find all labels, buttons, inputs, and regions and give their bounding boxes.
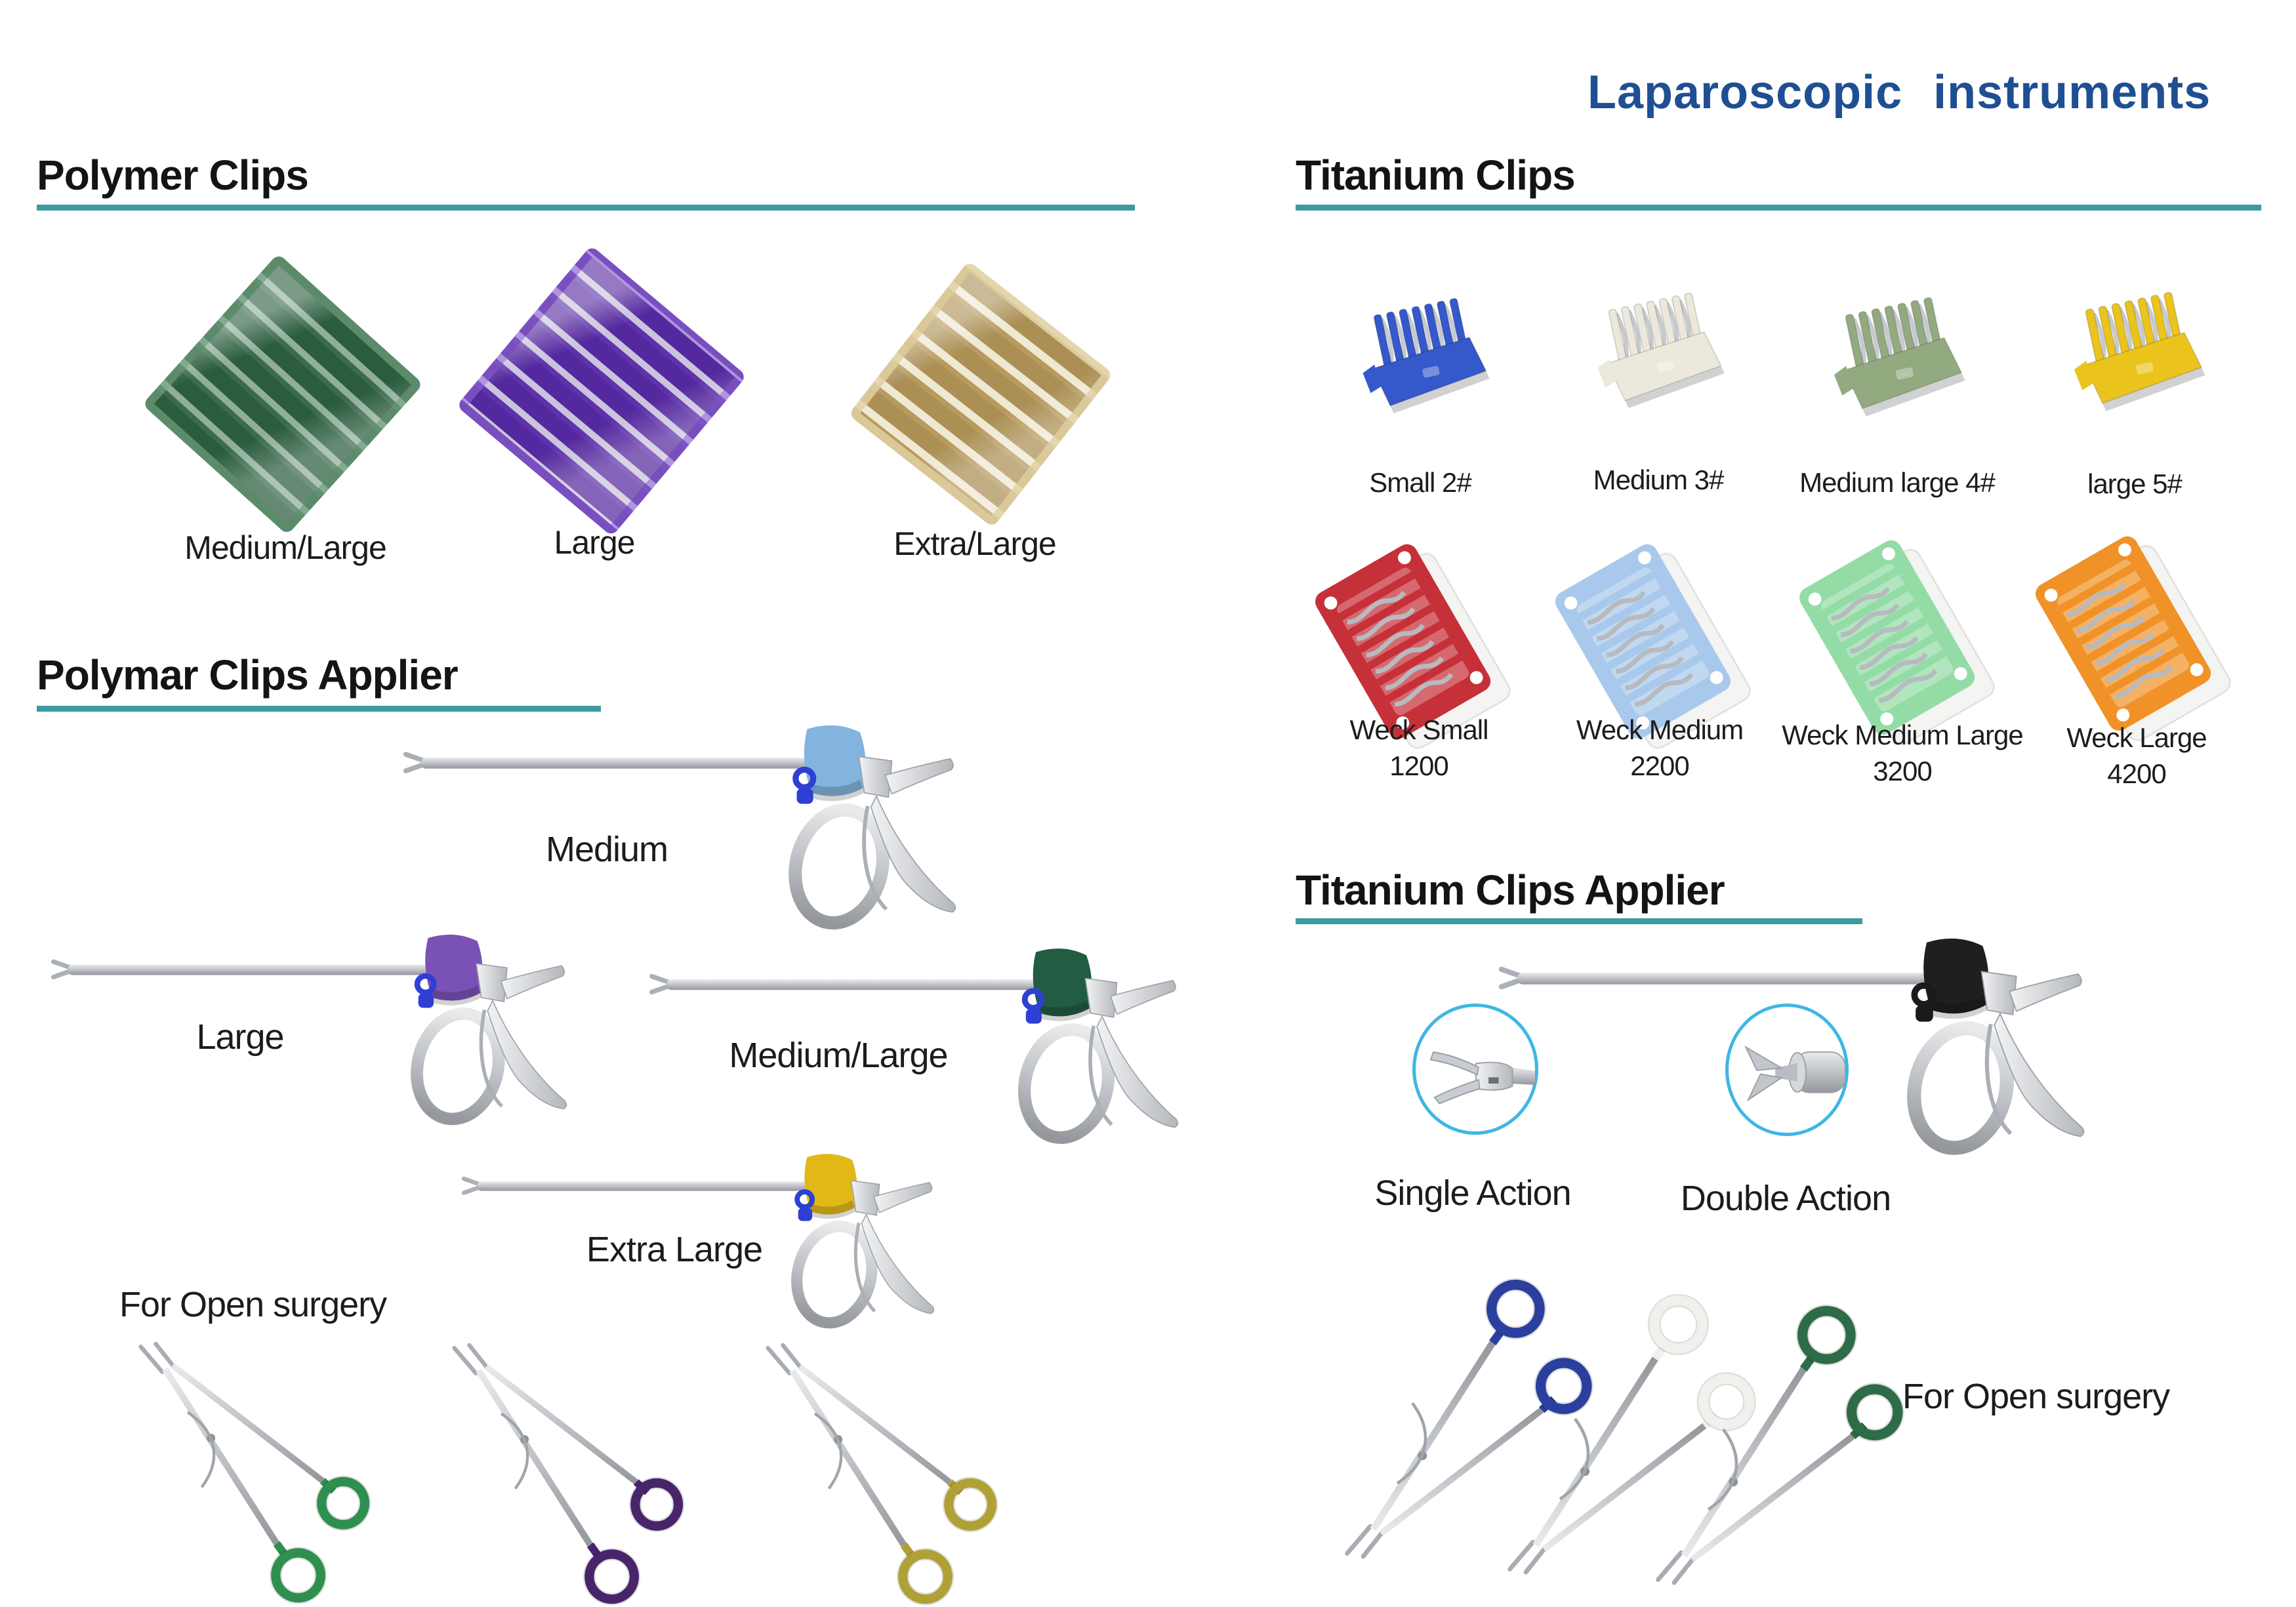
titanium-clip-label: large 5#: [2087, 468, 2183, 499]
section-underline: [1296, 918, 1862, 924]
applier-label: Medium: [545, 830, 668, 869]
weck-clip-name: Weck Medium: [1576, 714, 1744, 745]
titanium-clip-label: Medium large 4#: [1799, 467, 1996, 498]
polymer-clip-box-large: [456, 245, 747, 537]
weck-clip-code: 1200: [1389, 750, 1448, 781]
detail-circle-double-action: [1725, 1004, 1849, 1136]
section-heading-polymer-applier: Polymar Clips Applier: [37, 651, 459, 699]
open-surgery-label-right: For Open surgery: [1902, 1377, 2170, 1416]
weck-clip-code: 2200: [1630, 750, 1689, 781]
applier-label: Extra Large: [586, 1230, 763, 1269]
titanium-clip-small: [1353, 287, 1494, 417]
weck-clip-label: Weck Large 4200: [1999, 720, 2274, 792]
action-label: Single Action: [1374, 1173, 1571, 1213]
weck-clip-medium-large: [1824, 540, 1978, 742]
scissors-yellow: [758, 1343, 1002, 1606]
weck-clip-label: Weck Small 1200: [1281, 712, 1557, 784]
titanium-clip-large: [2064, 281, 2209, 415]
weck-clip-name: Weck Small: [1349, 714, 1489, 745]
applier-label: Medium/Large: [729, 1036, 948, 1075]
weck-clip-name: Weck Large: [2066, 722, 2207, 753]
section-underline: [37, 205, 1135, 211]
applier-label: Large: [196, 1017, 284, 1057]
scissors-purple: [445, 1343, 689, 1606]
section-heading-titanium-clips: Titanium Clips: [1296, 152, 1576, 199]
section-underline: [1296, 205, 2261, 211]
page-title: Laparoscopic instruments: [1588, 66, 2211, 119]
titanium-clip-label: Small 2#: [1369, 467, 1471, 498]
titanium-clip-label: Medium 3#: [1593, 464, 1725, 495]
polymer-clip-box-medium-large: [142, 253, 424, 535]
polymer-clip-box-extra-large: [848, 260, 1114, 528]
section-underline: [37, 706, 601, 712]
section-heading-titanium-applier: Titanium Clips Applier: [1296, 866, 1725, 914]
weck-clip-label: Weck Medium Large 3200: [1765, 718, 2040, 789]
section-heading-polymer-clips: Polymer Clips: [37, 152, 309, 199]
titanium-clip-medium: [1588, 282, 1729, 411]
scissors-dark-green: [1648, 1304, 1909, 1585]
weck-clip-large: [2060, 537, 2214, 738]
titanium-clip-medium-large: [1824, 286, 1969, 420]
weck-clip-label: Weck Medium 2200: [1522, 712, 1797, 784]
double-action-jaw-icon: [1744, 1045, 1845, 1102]
polymer-clip-label: Medium/Large: [184, 529, 387, 566]
weck-clip-name: Weck Medium Large: [1782, 720, 2023, 750]
weck-clip-code: 4200: [2107, 758, 2166, 789]
open-surgery-label-left: For Open surgery: [119, 1285, 387, 1324]
scissors-green: [131, 1342, 375, 1604]
detail-circle-single-action: [1412, 1004, 1538, 1135]
single-action-jaw-icon: [1429, 1051, 1535, 1105]
weck-clip-code: 3200: [1873, 755, 1932, 786]
polymer-clip-label: Large: [554, 524, 636, 561]
polymer-clip-label: Extra/Large: [893, 525, 1056, 562]
action-label: Double Action: [1680, 1179, 1891, 1218]
